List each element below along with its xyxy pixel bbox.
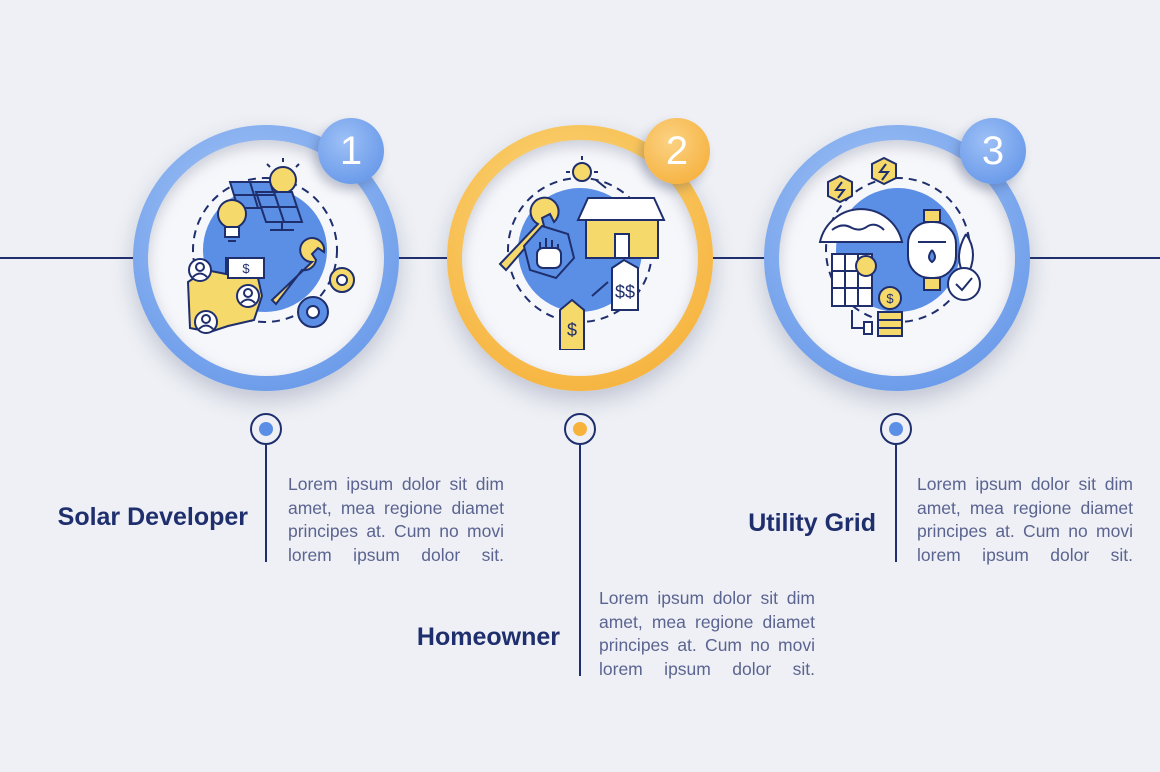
step-2-connector bbox=[579, 445, 581, 676]
step-1-number-badge: 1 bbox=[318, 118, 384, 184]
solar-developer-icon: $ bbox=[186, 158, 355, 334]
svg-text:$: $ bbox=[242, 261, 250, 276]
homeowner-icon: $$ $ bbox=[498, 156, 666, 350]
svg-text:$: $ bbox=[886, 291, 894, 306]
step-1-node bbox=[250, 413, 282, 445]
step-2-title: Homeowner bbox=[416, 623, 560, 651]
step-2-node bbox=[564, 413, 596, 445]
step-1-connector bbox=[265, 445, 267, 562]
timeline-axis bbox=[0, 257, 1160, 259]
utility-grid-icon: $ bbox=[818, 156, 981, 337]
step-3-connector bbox=[895, 445, 897, 562]
step-3-node bbox=[880, 413, 912, 445]
step-3-title: Utility Grid bbox=[748, 509, 876, 537]
step-3-description: Lorem ipsum dolor sit dim amet, mea regi… bbox=[917, 474, 1133, 565]
step-2-description: Lorem ipsum dolor sit dim amet, mea regi… bbox=[599, 588, 815, 679]
svg-text:$$: $$ bbox=[615, 282, 635, 302]
step-1-description: Lorem ipsum dolor sit dim amet, mea regi… bbox=[288, 474, 504, 565]
step-3-number-badge: 3 bbox=[960, 118, 1026, 184]
step-1-title: Solar Developer bbox=[57, 503, 248, 531]
step-2-number-badge: 2 bbox=[644, 118, 710, 184]
svg-text:$: $ bbox=[567, 320, 577, 340]
